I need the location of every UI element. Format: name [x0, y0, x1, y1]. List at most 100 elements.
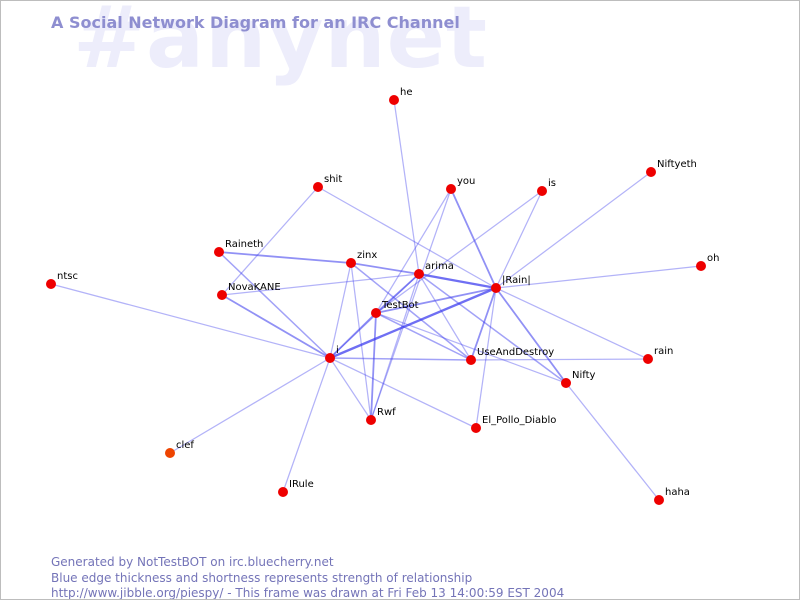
node-label: TestBot — [381, 300, 419, 311]
edge-TestBot-UseAndDestroy — [375, 312, 472, 361]
edge-zinx-i — [329, 262, 352, 359]
edge-you-Rwf — [370, 188, 452, 421]
edge-i-TestBot — [329, 312, 377, 359]
node-label: El_Pollo_Diablo — [482, 415, 556, 426]
edge-arima-UseAndDestroy — [418, 273, 472, 361]
node-dot — [346, 258, 356, 268]
node-dot — [446, 184, 456, 194]
node-label: haha — [665, 487, 690, 498]
node-zinx: zinx — [346, 250, 377, 268]
node-Rwf: Rwf — [366, 407, 396, 425]
edge-UseAndDestroy-rain — [470, 358, 649, 361]
diagram-title: A Social Network Diagram for an IRC Chan… — [51, 13, 460, 32]
node-label: you — [457, 176, 475, 187]
node-label: Nifty — [572, 370, 596, 381]
node-Rain: |Rain| — [491, 275, 531, 293]
edge-i-El_Pollo_Diablo — [329, 357, 477, 429]
node-label: oh — [707, 253, 719, 264]
node-Raineth: Raineth — [214, 239, 263, 257]
node-label: Raineth — [225, 239, 263, 250]
node-label: shit — [324, 174, 342, 185]
node-dot — [537, 186, 547, 196]
edge-you-Rain — [450, 188, 497, 289]
node-Nifty: Nifty — [561, 370, 596, 388]
node-rain: rain — [643, 346, 673, 364]
node-dot — [389, 95, 399, 105]
node-dot — [214, 247, 224, 257]
node-IRule: IRule — [278, 479, 314, 497]
node-label: Niftyeth — [657, 159, 697, 170]
edge-TestBot-Nifty — [375, 312, 567, 384]
edge-Rain-rain — [495, 287, 649, 360]
node-dot — [217, 290, 227, 300]
edge-arima-Rain — [417, 272, 498, 290]
edge-TestBot-Rain — [375, 287, 497, 314]
node-i: i — [325, 345, 339, 363]
footer-generated-by: Generated by NotTestBOT on irc.bluecherr… — [51, 555, 334, 569]
node-shit: shit — [313, 174, 342, 192]
edge-zinx-arima — [350, 262, 420, 275]
edge-i-Rwf — [329, 357, 372, 421]
edge-zinx-Rwf — [350, 262, 372, 421]
edge-Rain-Nifty — [495, 287, 567, 384]
node-label: he — [400, 87, 413, 98]
node-label: rain — [654, 346, 673, 357]
node-clef: clef — [165, 440, 194, 458]
node-dot — [491, 283, 501, 293]
edge-Nifty-haha — [565, 382, 660, 501]
edge-arima-Rwf — [370, 273, 420, 421]
edge-Rain-El_Pollo_Diablo — [475, 287, 497, 429]
node-dot — [414, 269, 424, 279]
edge-i-Rain — [328, 286, 498, 360]
edge-layer — [50, 99, 702, 501]
node-dot — [646, 167, 656, 177]
edge-zinx-UseAndDestroy — [350, 262, 472, 361]
edge-Niftyeth-Rain — [495, 171, 652, 289]
edge-i-clef — [169, 357, 331, 454]
node-label: clef — [176, 440, 194, 451]
node-dot — [643, 354, 653, 364]
node-label: is — [548, 178, 556, 189]
node-El_Pollo_Diablo: El_Pollo_Diablo — [471, 415, 556, 433]
node-NovaKANE: NovaKANE — [217, 282, 281, 300]
node-dot — [654, 495, 664, 505]
edge-is-TestBot — [375, 190, 543, 314]
node-dot — [278, 487, 288, 497]
node-label: UseAndDestroy — [477, 347, 554, 358]
edge-arima-Nifty — [418, 273, 567, 384]
node-label: ntsc — [57, 271, 78, 282]
edge-UseAndDestroy-Rain — [470, 287, 497, 361]
node-ntsc: ntsc — [46, 271, 78, 289]
node-dot — [466, 355, 476, 365]
edge-Raineth-zinx — [218, 251, 352, 264]
node-label: zinx — [357, 250, 377, 261]
edge-NovaKANE-arima — [221, 273, 420, 296]
edge-Rain-oh — [495, 265, 702, 289]
footer-url-timestamp: http://www.jibble.org/piespy/ - This fra… — [51, 586, 565, 600]
node-you: you — [446, 176, 475, 194]
node-label: i — [336, 345, 339, 356]
edge-Raineth-i — [218, 251, 331, 359]
node-label: NovaKANE — [228, 282, 281, 293]
node-is: is — [537, 178, 556, 196]
node-oh: oh — [696, 253, 719, 271]
node-arima: arima — [414, 261, 454, 279]
edge-shit-Rain — [317, 186, 497, 289]
node-he: he — [389, 87, 413, 105]
edge-ntsc-i — [50, 283, 331, 359]
edge-is-Rain — [495, 190, 543, 289]
edge-i-IRule — [282, 357, 331, 493]
node-dot — [165, 448, 175, 458]
node-haha: haha — [654, 487, 690, 505]
edge-you-TestBot — [375, 188, 452, 314]
node-label: IRule — [289, 479, 314, 490]
channel-watermark: #anynet — [73, 0, 489, 88]
node-Niftyeth: Niftyeth — [646, 159, 697, 177]
node-TestBot: TestBot — [371, 300, 419, 318]
node-dot — [366, 415, 376, 425]
edge-he-arima — [393, 99, 420, 275]
node-dot — [471, 423, 481, 433]
